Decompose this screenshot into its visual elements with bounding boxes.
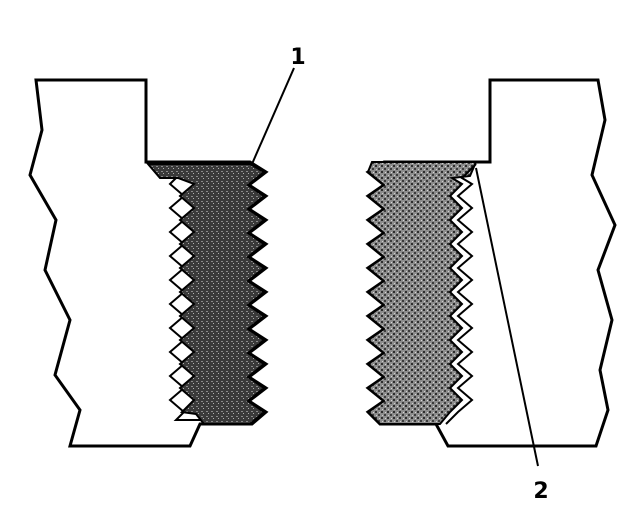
leader-line-2 [475, 167, 539, 467]
left-part [28, 78, 269, 448]
left-thread-fill [145, 163, 266, 425]
right-part [365, 78, 617, 448]
callout-2: 2 [475, 167, 549, 504]
callout-label-1: 1 [290, 45, 305, 70]
callout-label-2: 2 [533, 479, 548, 504]
leader-line-1 [251, 67, 295, 165]
callout-1: 1 [251, 45, 306, 165]
right-thread-fill [366, 161, 478, 425]
right-thread-outline [445, 163, 477, 425]
